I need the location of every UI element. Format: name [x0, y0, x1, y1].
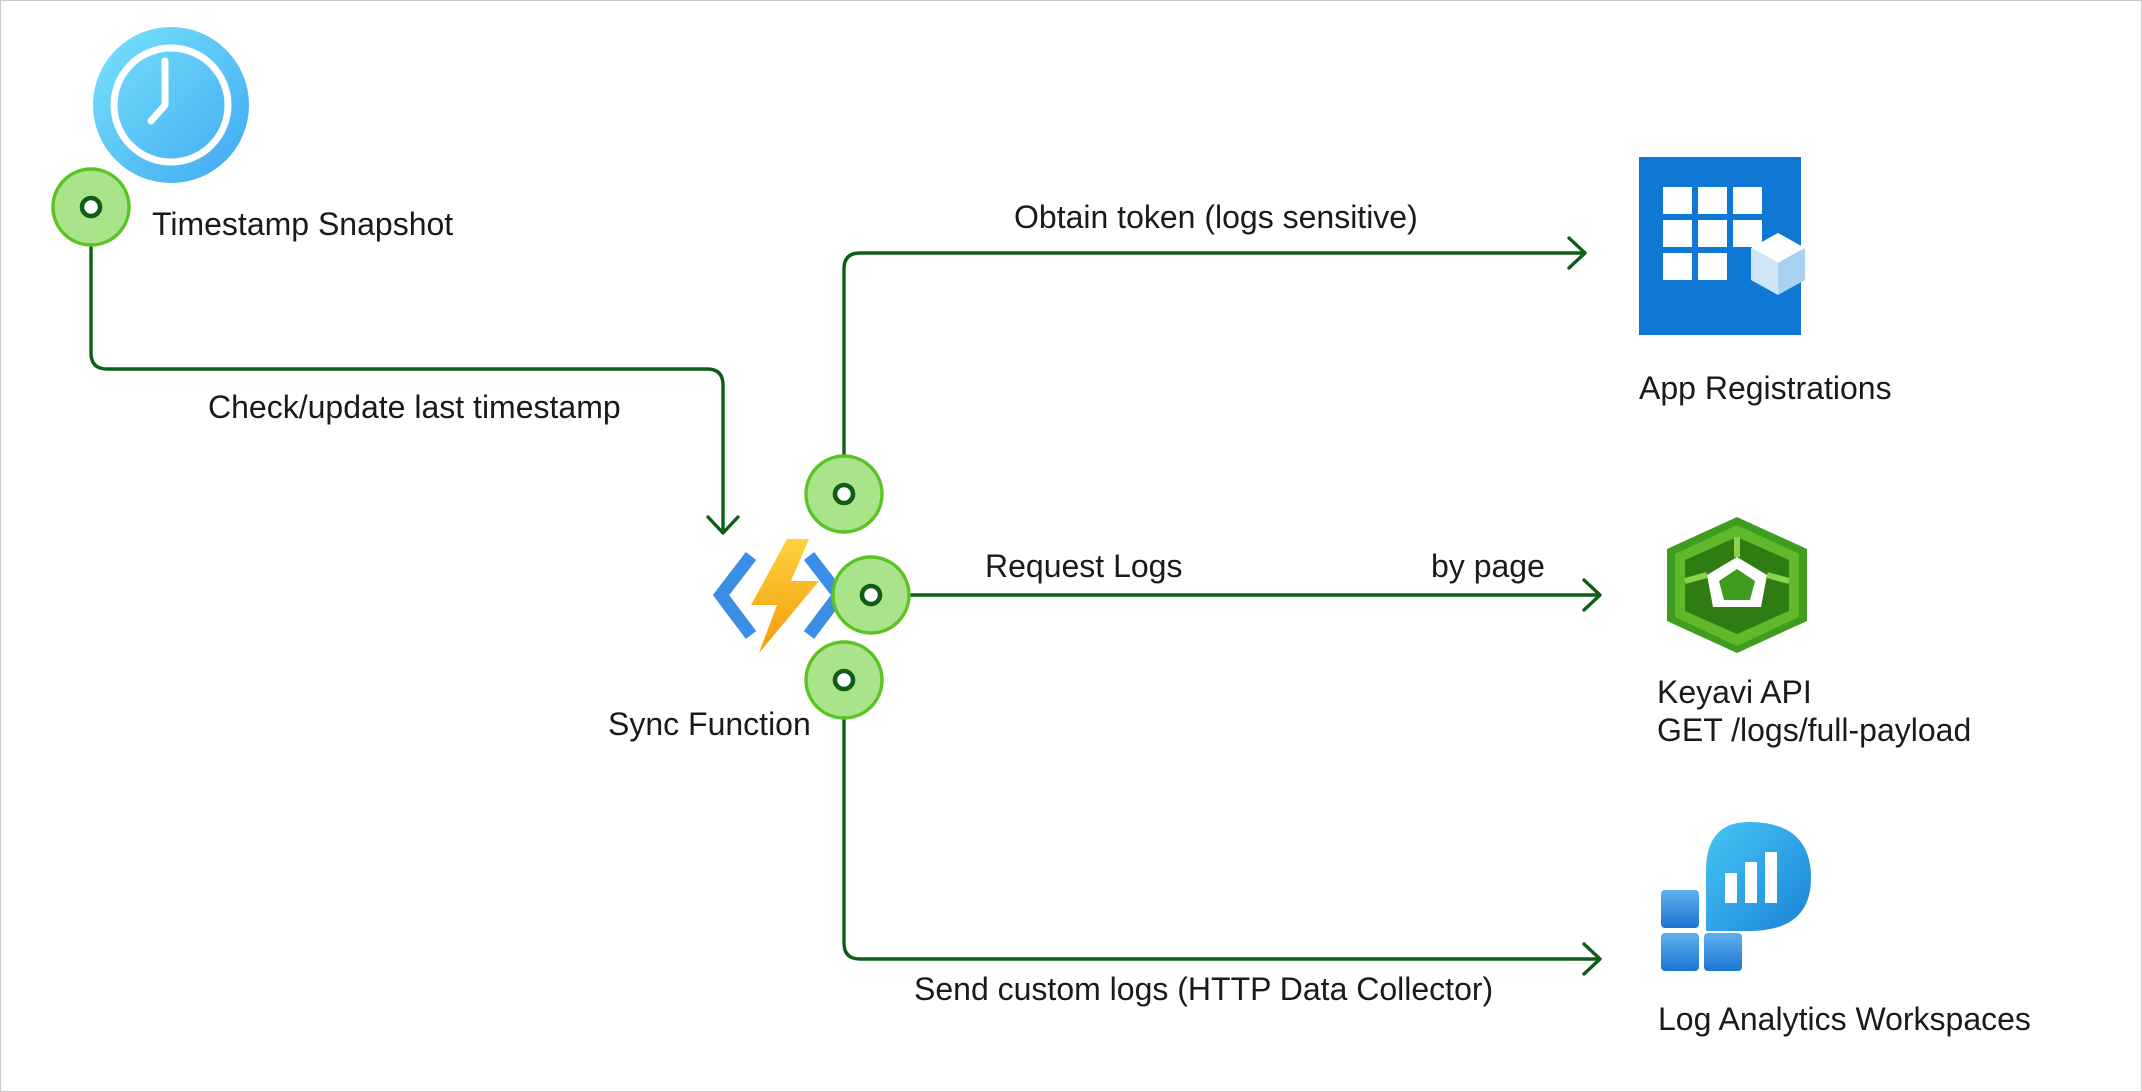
- edge-send-logs: [842, 679, 1602, 976]
- timestamp-connection-dot[interactable]: [51, 167, 131, 247]
- clock-icon: [93, 27, 249, 183]
- log-analytics-label: Log Analytics Workspaces: [1658, 1001, 2031, 1037]
- timestamp-snapshot-label: Timestamp Snapshot: [152, 206, 453, 242]
- app-registrations-icon: [1639, 157, 1805, 335]
- obtain-token-label: Obtain token (logs sensitive): [1014, 199, 1418, 235]
- by-page-label: by page: [1431, 548, 1545, 584]
- app-registrations-label: App Registrations: [1639, 370, 1892, 406]
- function-app-icon: [712, 539, 848, 653]
- log-analytics-icon: [1661, 822, 1811, 971]
- edge-request-logs: [869, 578, 1602, 612]
- request-logs-label: Request Logs: [985, 548, 1182, 584]
- sync-token-connection-dot[interactable]: [804, 454, 884, 534]
- keyavi-api-label: Keyavi API: [1657, 674, 1812, 710]
- edge-obtain-token: [842, 236, 1587, 495]
- api-hexagon-icon: [1667, 517, 1807, 653]
- keyavi-api-endpoint-label: GET /logs/full-payload: [1657, 712, 1971, 748]
- edge-check-timestamp: [89, 205, 740, 535]
- check-timestamp-label: Check/update last timestamp: [208, 389, 621, 425]
- sync-send-connection-dot[interactable]: [804, 640, 884, 720]
- sync-function-label: Sync Function: [608, 706, 811, 742]
- send-logs-label: Send custom logs (HTTP Data Collector): [914, 971, 1493, 1007]
- sync-request-connection-dot[interactable]: [831, 555, 911, 635]
